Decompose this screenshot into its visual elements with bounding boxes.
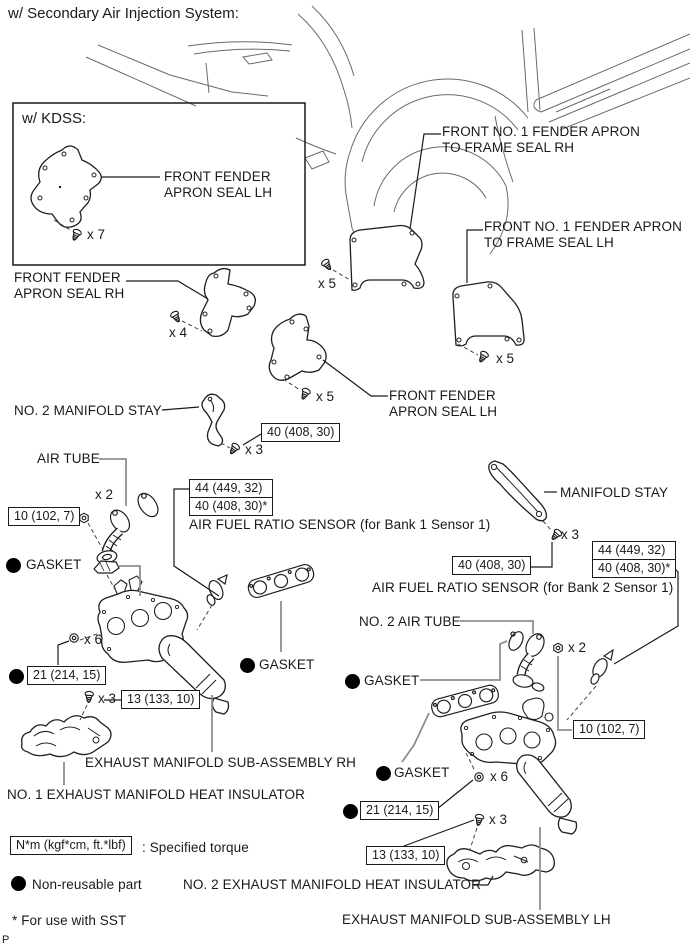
legend-torque-unit-box: N*m (kgf*cm, ft.*lbf) — [10, 836, 132, 855]
screw-icon — [83, 690, 95, 704]
label-sub-assembly-lh: EXHAUST MANIFOLD SUB-ASSEMBLY LH — [342, 912, 611, 927]
qty-insulator2-bolts: x 3 — [489, 812, 508, 827]
torque-box-insulator1: 13 (133, 10) — [121, 690, 201, 709]
label-afr-bank1: AIR FUEL RATIO SENSOR (for Bank 1 Sensor… — [189, 517, 491, 532]
qty-apron-seal-rh: x 4 — [169, 325, 188, 340]
torque-box-air-tube: 10 (102, 7) — [8, 507, 81, 526]
screw-icon — [476, 349, 490, 365]
torque-box-no2-stay: 40 (408, 30) — [261, 423, 341, 442]
air-tube-gasket-drawing — [93, 560, 120, 574]
non-reusable-bullet-icon — [345, 674, 360, 689]
page-title: w/ Secondary Air Injection System: — [8, 5, 239, 22]
label-gasket-manifold-lh: GASKET — [394, 765, 450, 780]
label-apron-seal-rh: FRONT FENDER APRON SEAL RH — [14, 270, 125, 301]
screw-icon — [298, 386, 312, 402]
non-reusable-bullet-icon — [6, 558, 21, 573]
label-no2-heat-insulator: NO. 2 EXHAUST MANIFOLD HEAT INSULATOR — [183, 877, 482, 892]
qty-apron-seal-lh: x 5 — [316, 389, 335, 404]
screw-icon — [69, 227, 83, 243]
no2-air-tube-drawing — [508, 631, 545, 692]
torque-box-insulator2: 13 (133, 10) — [366, 846, 446, 865]
label-no2-manifold-stay: NO. 2 MANIFOLD STAY — [14, 403, 162, 418]
fastener-dash-lines — [53, 219, 597, 850]
label-apron-seal-lh: FRONT FENDER APRON SEAL LH — [389, 388, 498, 419]
non-reusable-bullet-icon — [9, 669, 24, 684]
bolt-icon — [474, 772, 484, 782]
gray-leader-lines — [63, 458, 572, 910]
no2-manifold-stay-drawing — [201, 393, 226, 447]
qty-air-tube-nuts: x 2 — [95, 487, 114, 502]
screw-icon — [319, 257, 335, 273]
exhaust-manifold-lh-drawing — [460, 697, 578, 835]
qty-manifold-lh-nuts: x 6 — [490, 769, 509, 784]
label-gasket-air-tube-rh: GASKET — [26, 557, 82, 572]
bolt-icon — [69, 633, 79, 643]
no1-heat-insulator-drawing — [20, 715, 112, 758]
nut-icon — [553, 642, 563, 654]
torque-box-no2-air-tube: 10 (102, 7) — [573, 720, 646, 739]
screw-icon — [473, 813, 485, 827]
qty-manifold-rh-nuts: x 6 — [84, 632, 103, 647]
qty-stay-bolts: x 3 — [561, 527, 580, 542]
screw-icon — [169, 309, 183, 325]
non-reusable-bullet-icon — [11, 876, 26, 891]
manifold-stay-drawing — [488, 460, 548, 522]
qty-apron-frame-lh: x 5 — [496, 351, 515, 366]
afr-sensor-bank2-drawing — [590, 648, 614, 685]
label-manifold-stay: MANIFOLD STAY — [560, 485, 669, 500]
torque-box-afr-bank1: 44 (449, 32) 40 (408, 30)* — [189, 479, 274, 516]
label-gasket-manifold-rh: GASKET — [259, 657, 315, 672]
label-apron-frame-rh: FRONT NO. 1 FENDER APRON TO FRAME SEAL R… — [442, 124, 640, 155]
torque-box-stay: 40 (408, 30) — [452, 556, 532, 575]
front-fender-apron-seal-lh-drawing — [268, 313, 327, 381]
screw-icon — [226, 441, 242, 457]
label-gasket-air-tube-lh: GASKET — [364, 673, 420, 688]
kdss-heading: w/ KDSS: — [22, 110, 87, 127]
qty-no2-stay: x 3 — [245, 442, 264, 457]
air-tube-drawing — [96, 492, 159, 564]
non-reusable-bullet-icon — [240, 658, 255, 673]
torque-box-manifold-rh-nut: 21 (214, 15) — [27, 666, 107, 685]
no2-heat-insulator-drawing — [446, 844, 555, 882]
label-no1-heat-insulator: NO. 1 EXHAUST MANIFOLD HEAT INSULATOR — [7, 787, 306, 802]
label-afr-bank2: AIR FUEL RATIO SENSOR (for Bank 2 Sensor… — [372, 580, 674, 595]
label-kdss-seal: FRONT FENDER APRON SEAL LH — [164, 169, 273, 200]
page-corner-mark: P — [2, 934, 10, 946]
legend-torque-desc: : Specified torque — [142, 840, 249, 855]
label-no2-air-tube: NO. 2 AIR TUBE — [359, 614, 461, 629]
kdss-fender-apron-seal-drawing — [30, 145, 102, 228]
legend-non-reusable: Non-reusable part — [32, 877, 142, 892]
torque-box-manifold-lh-nut: 21 (214, 15) — [360, 801, 440, 820]
non-reusable-bullet-icon — [376, 766, 391, 781]
qty-apron-frame-rh: x 5 — [318, 276, 337, 291]
torque-box-afr-bank2: 44 (449, 32) 40 (408, 30)* — [592, 541, 677, 578]
non-reusable-bullet-icon — [343, 804, 358, 819]
afr-sensor-bank1-drawing — [206, 573, 228, 606]
kdss-inset-box — [12, 102, 306, 266]
manifold-gasket-rh-drawing — [247, 563, 315, 599]
label-sub-assembly-rh: EXHAUST MANIFOLD SUB-ASSEMBLY RH — [85, 755, 357, 770]
qty-kdss-bolts: x 7 — [87, 227, 106, 242]
label-apron-frame-lh: FRONT NO. 1 FENDER APRON TO FRAME SEAL L… — [484, 219, 682, 250]
legend-sst-note: * For use with SST — [12, 913, 127, 928]
front-no1-fender-apron-to-frame-seal-rh-drawing — [349, 224, 425, 291]
front-no1-fender-apron-to-frame-seal-lh-drawing — [452, 281, 525, 347]
manifold-gasket-lh-drawing — [431, 684, 499, 718]
qty-insulator1-bolts: x 3 — [98, 691, 117, 706]
front-fender-apron-seal-rh-drawing — [199, 267, 256, 338]
label-air-tube: AIR TUBE — [37, 451, 100, 466]
qty-no2-air-tube-nuts: x 2 — [568, 640, 587, 655]
nut-icon — [79, 512, 89, 524]
